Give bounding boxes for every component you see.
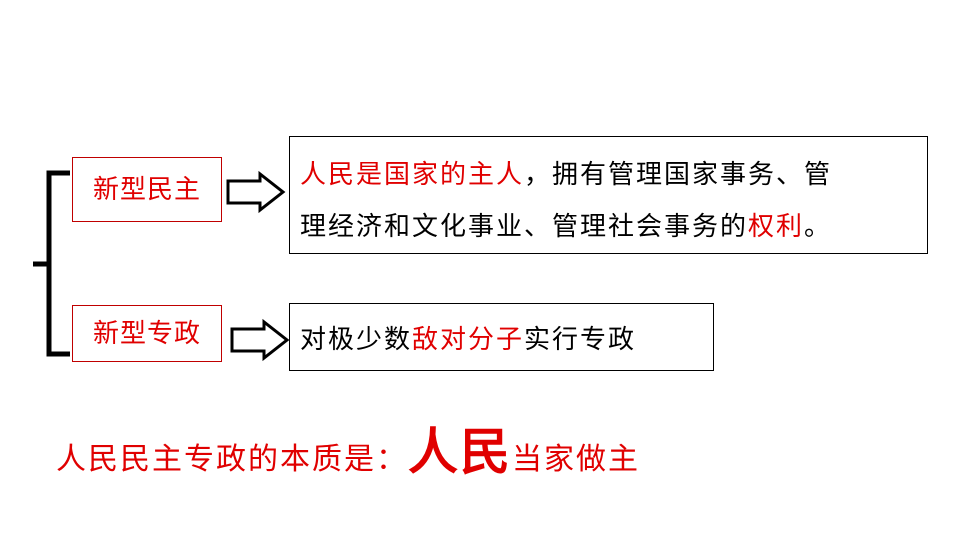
summary-line: 人民民主专政的本质是：人民当家做主 xyxy=(56,412,640,484)
label-new-dictatorship: 新型专政 xyxy=(72,305,222,362)
definition-line-2-text: 理经济和文化事业、管理社会事务的 xyxy=(300,212,749,242)
definition-line-2: 理经济和文化事业、管理社会事务的权利。 xyxy=(300,207,917,247)
label-new-dictatorship-text: 新型专政 xyxy=(92,318,201,349)
definition-line-1-rest: ，拥有管理国家事务、管 xyxy=(524,160,833,190)
label-new-democracy-text: 新型民主 xyxy=(92,174,201,205)
people-masters-text: 人民是国家的主人 xyxy=(300,160,525,190)
right-arrow-icon xyxy=(230,318,290,362)
dictatorship-part-c: 实行专政 xyxy=(524,324,637,355)
label-new-democracy: 新型民主 xyxy=(72,157,222,222)
dictatorship-line: 对极少数敌对分子实行专政 xyxy=(300,319,636,356)
definition-line-2-end: 。 xyxy=(804,212,833,242)
summary-prefix: 人民民主专政的本质是： xyxy=(56,442,408,477)
definition-democracy-box: 人民是国家的主人，拥有管理国家事务、管 理经济和文化事业、管理社会事务的权利。 xyxy=(289,136,928,254)
hostile-elements-text: 敌对分子 xyxy=(412,324,525,355)
summary-big-text: 人民 xyxy=(408,422,512,481)
rights-text: 权利 xyxy=(748,212,805,242)
definition-dictatorship-box: 对极少数敌对分子实行专政 xyxy=(289,303,714,371)
right-arrow-icon xyxy=(226,170,286,214)
definition-line-1: 人民是国家的主人，拥有管理国家事务、管 xyxy=(300,155,917,195)
dictatorship-part-a: 对极少数 xyxy=(300,324,413,355)
summary-suffix: 当家做主 xyxy=(512,442,640,477)
